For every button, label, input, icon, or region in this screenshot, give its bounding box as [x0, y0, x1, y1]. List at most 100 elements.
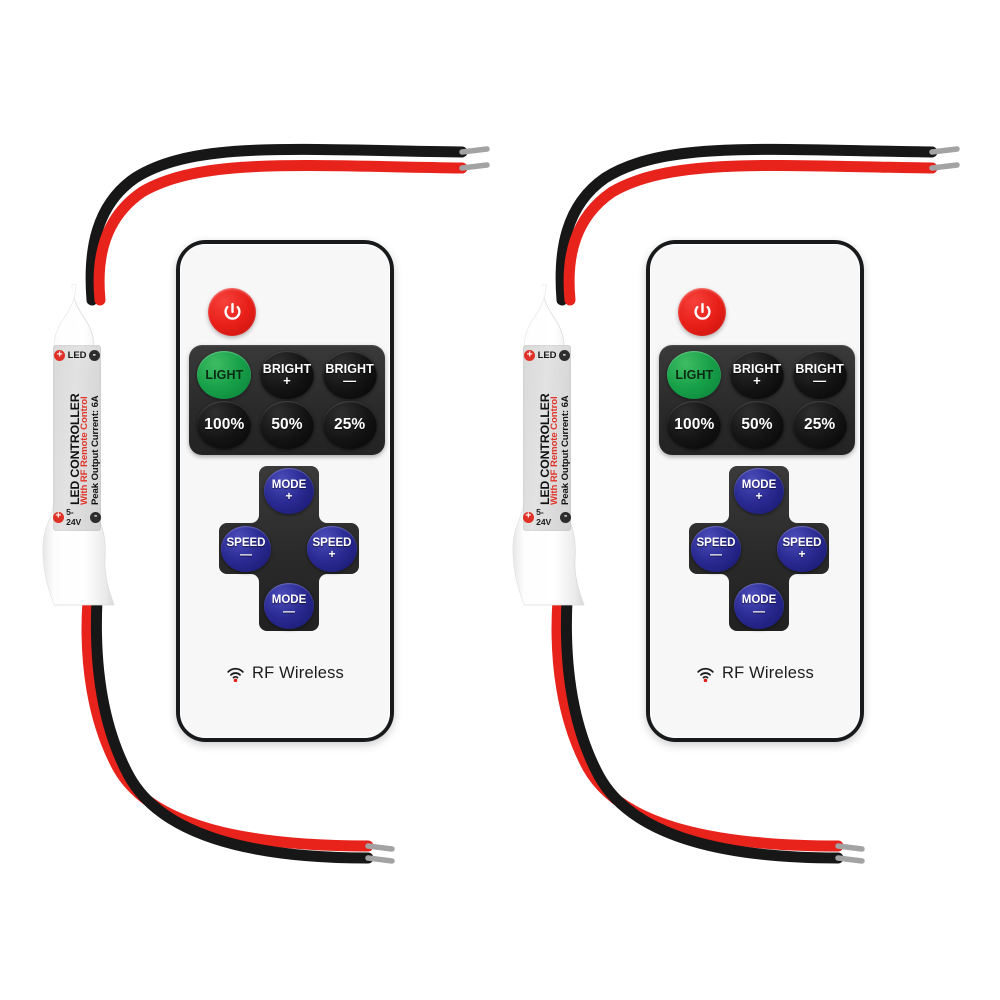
led-controller-unit-2: + LED - LED CONTROLLER With RF Remote Co…	[470, 0, 970, 1000]
dpad-button-label: SPEED	[226, 536, 266, 549]
power-minus-icon: -	[90, 511, 101, 523]
preset-button-bright-minus[interactable]: BRIGHT—	[322, 351, 377, 399]
led-plus-icon: +	[524, 350, 536, 361]
led-controller-unit-1: + LED - LED CONTROLLER With RF Remote Co…	[42, 143, 490, 864]
power-terminal-label: 5-24V	[66, 507, 82, 527]
led-minus-icon: -	[558, 350, 570, 361]
preset-button-label: 25%	[803, 416, 836, 434]
led-terminal-label: LED	[537, 350, 557, 361]
rf-wireless-label: RF Wireless	[251, 664, 345, 682]
preset-button-label: 100%	[674, 416, 715, 434]
controller-spec: Peak Output Current: 6A	[90, 395, 101, 505]
preset-button-50pct[interactable]: 50%	[259, 401, 314, 449]
dpad-button-sign: +	[328, 547, 336, 562]
dpad-button-sign: +	[755, 489, 763, 504]
controller-subtitle: With RF Remote Control	[79, 396, 90, 505]
dpad: MODE+SPEED—SPEED+MODE—	[689, 466, 829, 631]
led-terminal-label: LED	[67, 350, 87, 361]
preset-button-label: 50%	[271, 416, 303, 434]
controller-spec: Peak Output Current: 6A	[560, 395, 571, 505]
wire-tip-negative-top	[929, 146, 960, 155]
controller-subtitle: With RF Remote Control	[549, 396, 560, 505]
controller-label-text: LED CONTROLLER With RF Remote Control Pe…	[53, 345, 101, 531]
dpad-button-sign: —	[240, 547, 252, 562]
power-terminal-label: 5-24V	[536, 507, 552, 527]
power-button[interactable]	[208, 288, 256, 336]
preset-button-100pct[interactable]: 100%	[197, 401, 252, 449]
preset-button-label: BRIGHT	[325, 361, 374, 376]
wire-tip-negative-bottom	[365, 855, 395, 864]
rf-signal-icon	[227, 667, 244, 682]
dpad-button-label: MODE	[271, 478, 307, 491]
led-plus-icon: +	[54, 350, 66, 361]
dpad-button-sign: +	[285, 489, 293, 504]
preset-button-label: BRIGHT	[795, 361, 844, 376]
preset-button-sign: —	[343, 372, 357, 388]
wire-tip-positive-top	[929, 162, 960, 171]
dpad-button-mode-plus[interactable]: MODE+	[734, 468, 784, 514]
preset-button-sign: +	[753, 372, 761, 388]
led-minus-icon: -	[88, 350, 100, 361]
dpad: MODE+SPEED—SPEED+MODE—	[219, 466, 359, 631]
dpad-button-mode-minus[interactable]: MODE—	[734, 583, 784, 629]
dpad-button-sign: +	[798, 547, 806, 562]
dpad-button-label: MODE	[741, 478, 777, 491]
wire-tip-positive-bottom	[835, 843, 865, 852]
power-plus-icon: +	[523, 511, 534, 523]
rf-wireless-footer: RF Wireless	[180, 664, 390, 683]
dpad-button-speed-minus[interactable]: SPEED—	[221, 526, 271, 572]
preset-button-label: BRIGHT	[262, 361, 312, 376]
dpad-button-sign: —	[283, 604, 295, 619]
dpad-button-label: SPEED	[312, 536, 352, 549]
dpad-button-speed-plus[interactable]: SPEED+	[307, 526, 357, 572]
preset-button-sign: —	[813, 372, 827, 388]
wire-tip-negative-bottom	[835, 855, 865, 864]
preset-button-label: BRIGHT	[732, 361, 782, 376]
preset-button-bright-plus[interactable]: BRIGHT+	[729, 351, 784, 399]
controller-label: + LED - LED CONTROLLER With RF Remote Co…	[523, 345, 571, 531]
preset-button-bright-minus[interactable]: BRIGHT—	[792, 351, 847, 399]
dpad-button-mode-plus[interactable]: MODE+	[264, 468, 314, 514]
controller-label-text: LED CONTROLLER With RF Remote Control Pe…	[523, 345, 571, 531]
dpad-button-mode-minus[interactable]: MODE—	[264, 583, 314, 629]
power-icon	[693, 302, 711, 320]
rf-wireless-label: RF Wireless	[721, 664, 815, 682]
preset-button-100pct[interactable]: 100%	[667, 401, 722, 449]
dpad-background	[219, 466, 359, 631]
preset-button-light[interactable]: LIGHT	[667, 351, 722, 399]
preset-button-label: LIGHT	[205, 367, 244, 382]
wire-tip-positive-bottom	[365, 843, 395, 852]
preset-button-bright-plus[interactable]: BRIGHT+	[259, 351, 314, 399]
preset-button-25pct[interactable]: 25%	[792, 401, 847, 449]
dpad-button-label: SPEED	[782, 536, 822, 549]
led-terminal-row: + LED -	[53, 350, 101, 361]
preset-button-label: 50%	[741, 416, 773, 434]
rf-signal-icon	[697, 667, 714, 682]
dpad-button-label: SPEED	[696, 536, 736, 549]
controller-label: + LED - LED CONTROLLER With RF Remote Co…	[53, 345, 101, 531]
dpad-button-label: MODE	[271, 593, 307, 606]
preset-button-label: 100%	[204, 416, 245, 434]
preset-button-50pct[interactable]: 50%	[729, 401, 784, 449]
dpad-button-label: MODE	[741, 593, 777, 606]
power-button[interactable]	[678, 288, 726, 336]
power-terminal-row: + 5-24V -	[523, 507, 571, 527]
dpad-button-speed-minus[interactable]: SPEED—	[691, 526, 741, 572]
dpad-button-speed-plus[interactable]: SPEED+	[777, 526, 827, 572]
preset-button-sign: +	[283, 372, 291, 388]
power-icon	[223, 302, 241, 320]
led-terminal-row: + LED -	[523, 350, 571, 361]
dpad-button-sign: —	[710, 547, 722, 562]
preset-button-label: 25%	[333, 416, 366, 434]
rf-wireless-footer: RF Wireless	[650, 664, 860, 683]
power-minus-icon: -	[560, 511, 571, 523]
preset-button-25pct[interactable]: 25%	[322, 401, 377, 449]
preset-button-light[interactable]: LIGHT	[197, 351, 252, 399]
power-terminal-row: + 5-24V -	[53, 507, 101, 527]
dpad-button-sign: —	[753, 604, 765, 619]
